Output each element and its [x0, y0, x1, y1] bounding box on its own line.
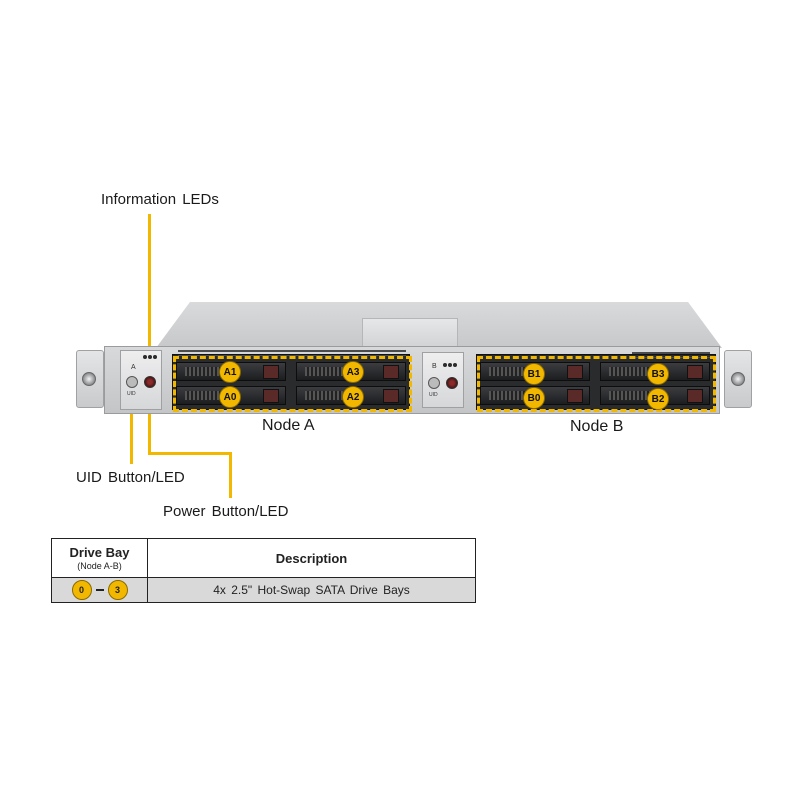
drive-bay-header: Drive Bay (Node A-B)	[51, 538, 148, 578]
description-header: Description	[147, 538, 476, 578]
node-b-uid-text: UID	[429, 392, 438, 398]
uid-button[interactable]	[126, 376, 138, 388]
information-leds-label: Information LEDs	[101, 191, 219, 208]
drive-bay-header-subtitle: (Node A-B)	[77, 561, 122, 571]
badge-a2: A2	[342, 386, 364, 408]
uid-button-label: UID Button/LED	[76, 469, 185, 486]
table-header-row: Drive Bay (Node A-B) Description	[51, 538, 476, 578]
node-b-vent	[632, 352, 710, 358]
drive-bay-header-title: Drive Bay	[69, 545, 130, 560]
uid-leader	[130, 388, 133, 464]
range-start-badge: 0	[71, 580, 92, 600]
node-b-info-led-2	[448, 363, 452, 367]
badge-b2: B2	[647, 388, 669, 410]
power-leader-vertical	[148, 380, 151, 454]
information-leds-leader	[148, 214, 151, 358]
badge-a3: A3	[342, 361, 364, 383]
range-dash	[95, 589, 104, 591]
range-end-badge: 3	[107, 580, 128, 600]
badge-a0: A0	[219, 386, 241, 408]
node-b-bays-highlight	[477, 356, 716, 412]
node-a-uid-text: UID	[127, 391, 136, 397]
power-button[interactable]	[144, 376, 156, 388]
badge-b3: B3	[647, 363, 669, 385]
description-cell: 4x 2.5" Hot-Swap SATA Drive Bays	[147, 577, 476, 603]
node-b-label: Node B	[570, 418, 624, 435]
node-a-label: Node A	[262, 417, 315, 434]
node-b-info-led-3	[453, 363, 457, 367]
power-leader-drop	[229, 452, 232, 498]
info-led-3	[153, 355, 157, 359]
node-b-uid-button[interactable]	[428, 377, 440, 389]
node-a-control-panel: A UID	[120, 350, 162, 410]
node-a-bays-highlight	[173, 356, 412, 412]
info-led-2	[148, 355, 152, 359]
node-b-panel-letter: B	[432, 363, 437, 370]
left-rack-screw	[82, 372, 96, 386]
node-a-vent	[178, 350, 406, 356]
badge-b1: B1	[523, 363, 545, 385]
power-button-label: Power Button/LED	[163, 503, 289, 520]
node-b-control-panel: B UID	[422, 352, 464, 408]
badge-b0: B0	[523, 387, 545, 409]
right-rack-screw	[731, 372, 745, 386]
info-led-1	[143, 355, 147, 359]
node-a-panel-letter: A	[131, 364, 136, 371]
badge-a1: A1	[219, 361, 241, 383]
node-b-power-button[interactable]	[446, 377, 458, 389]
node-b-info-led-1	[443, 363, 447, 367]
power-leader-horizontal	[148, 452, 232, 455]
